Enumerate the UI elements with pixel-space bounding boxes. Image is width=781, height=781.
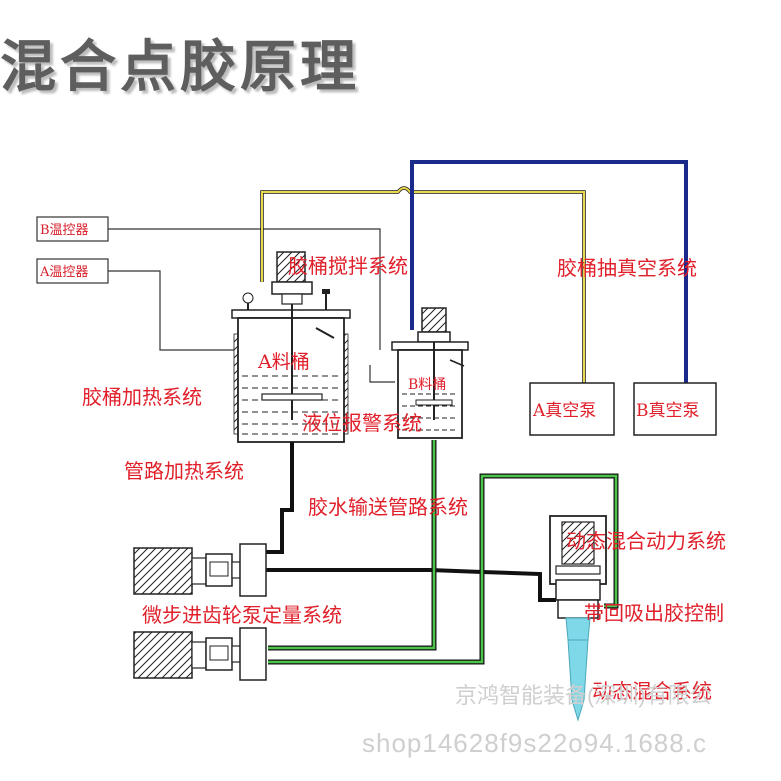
dynamic-power-label: 动态混合动力系统 xyxy=(566,529,726,553)
gear-pump-upper xyxy=(133,543,267,597)
b-tank-label: B料桶 xyxy=(408,377,446,393)
a-temp-controller-box xyxy=(36,258,109,284)
b-material-pipe xyxy=(268,440,619,665)
pipe-heating-label: 管路加热系统 xyxy=(124,459,244,483)
suck-back-label: 带回吸出胶控制 xyxy=(584,601,724,625)
a-vacuum-pump-box xyxy=(529,382,615,436)
b-vacuum-pump-box xyxy=(633,382,717,436)
b-temp-controller-label: B温控器 xyxy=(40,223,89,238)
control-wires xyxy=(108,228,395,383)
vacuum-system-label: 胶桶抽真空系统 xyxy=(557,256,697,280)
dynamic-mix-label: 动态混合系统 xyxy=(592,679,712,703)
watermark-shop-url: shop14628f9s22o94.1688.c xyxy=(362,728,707,758)
gear-pump-label: 微步进齿轮泵定量系统 xyxy=(142,603,342,627)
gear-pump-lower xyxy=(133,627,267,681)
a-tank xyxy=(231,251,351,443)
level-alarm-label: 液位报警系统 xyxy=(302,411,422,435)
a-temp-controller-label: A温控器 xyxy=(39,265,88,280)
heating-system-label: 胶桶加热系统 xyxy=(82,385,202,409)
watermark-company: 京鸿智能装备(深圳)有限公 xyxy=(455,683,712,708)
a-material-pipe xyxy=(266,442,294,554)
blue-vacuum-line xyxy=(410,160,688,383)
a-vacuum-pump-label: A真空泵 xyxy=(532,401,596,421)
dynamic-mixer-head xyxy=(549,515,607,722)
stir-system-label: 胶桶搅拌系统 xyxy=(288,254,408,278)
b-tank xyxy=(391,307,469,439)
page-title: 混合点胶原理 xyxy=(0,35,360,100)
pipe-feed-label: 胶水输送管路系统 xyxy=(308,495,468,519)
b-temp-controller-box xyxy=(36,216,109,242)
b-vacuum-pump-label: B真空泵 xyxy=(636,401,700,421)
a-tank-label: A料桶 xyxy=(257,351,310,373)
